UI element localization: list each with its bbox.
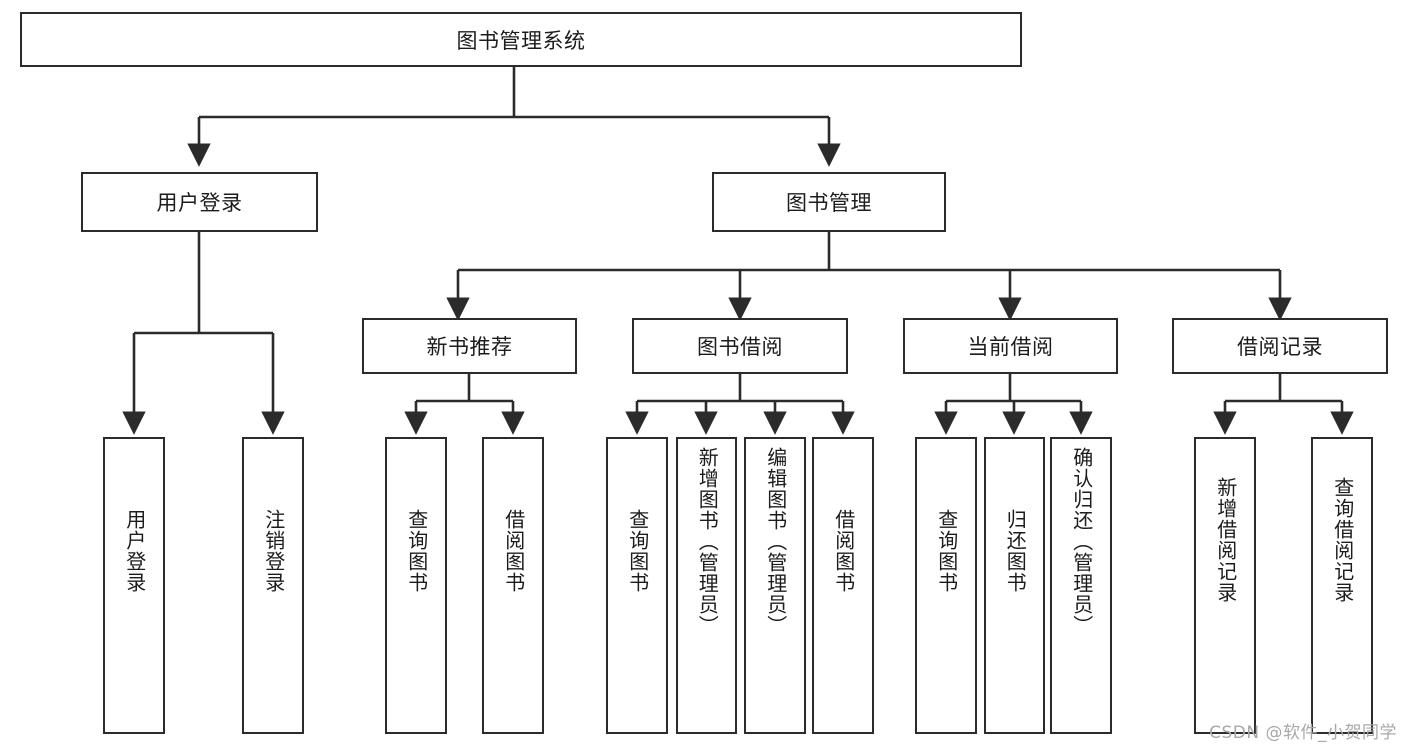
node-current-borrow[interactable]: 当前借阅 xyxy=(903,318,1118,374)
node-label: 用户登录 xyxy=(156,191,243,215)
node-leaf-query-borrow-record[interactable]: 查询借阅记录 xyxy=(1311,437,1373,734)
node-leaf-query-book-2[interactable]: 查询图书 xyxy=(606,437,668,734)
node-leaf-borrow-book-2[interactable]: 借阅图书 xyxy=(812,437,874,734)
node-leaf-add-book-admin[interactable]: 新增图书（管理员） xyxy=(676,437,737,734)
node-leaf-return-book[interactable]: 归还图书 xyxy=(984,437,1045,734)
node-leaf-confirm-return-admin[interactable]: 确认归还（管理员） xyxy=(1050,437,1112,734)
node-label: 新增借阅记录 xyxy=(1213,477,1238,603)
node-label: 查询图书 xyxy=(625,509,650,593)
node-label: 图书借阅 xyxy=(697,335,783,359)
node-borrow-record[interactable]: 借阅记录 xyxy=(1172,318,1388,374)
node-label: 用户登录 xyxy=(122,509,147,593)
node-label: 借阅图书 xyxy=(831,509,856,593)
node-system-root[interactable]: 图书管理系统 xyxy=(20,12,1022,67)
node-label: 新增图书（管理员） xyxy=(695,447,720,636)
node-leaf-user-login[interactable]: 用户登录 xyxy=(103,437,165,734)
node-label: 确认归还（管理员） xyxy=(1069,447,1094,636)
node-label: 图书管理系统 xyxy=(456,28,586,53)
node-label: 查询图书 xyxy=(404,509,429,593)
node-label: 当前借阅 xyxy=(967,335,1054,359)
node-label: 图书管理 xyxy=(786,191,872,215)
node-leaf-logout-login[interactable]: 注销登录 xyxy=(242,437,304,734)
node-book-management[interactable]: 图书管理 xyxy=(712,172,946,232)
node-new-book-recommend[interactable]: 新书推荐 xyxy=(362,318,577,374)
node-leaf-edit-book-admin[interactable]: 编辑图书（管理员） xyxy=(744,437,806,734)
node-label: 借阅记录 xyxy=(1237,335,1323,359)
node-leaf-query-book-1[interactable]: 查询图书 xyxy=(385,437,447,734)
node-label: 查询借阅记录 xyxy=(1330,477,1355,603)
node-label: 查询图书 xyxy=(934,509,959,593)
node-label: 新书推荐 xyxy=(426,335,513,359)
node-leaf-add-borrow-record[interactable]: 新增借阅记录 xyxy=(1194,437,1256,734)
node-user-login[interactable]: 用户登录 xyxy=(81,172,318,232)
node-label: 归还图书 xyxy=(1003,509,1028,593)
node-leaf-borrow-book-1[interactable]: 借阅图书 xyxy=(482,437,544,734)
node-book-borrow[interactable]: 图书借阅 xyxy=(632,318,848,374)
node-label: 编辑图书（管理员） xyxy=(763,447,788,636)
node-leaf-query-book-3[interactable]: 查询图书 xyxy=(915,437,977,734)
node-label: 注销登录 xyxy=(261,509,286,593)
node-label: 借阅图书 xyxy=(501,509,526,593)
